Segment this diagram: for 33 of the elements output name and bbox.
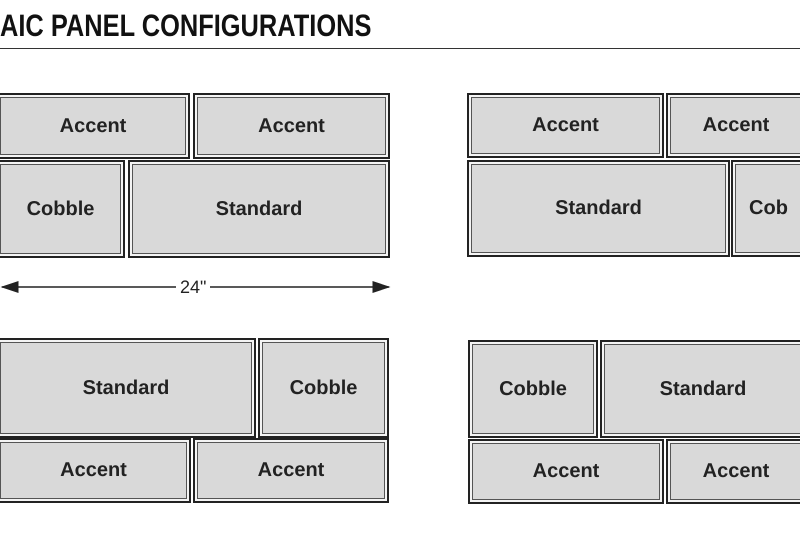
brick-label: Accent [702,460,770,483]
panel-brick [467,93,664,158]
title: AIC PANEL CONFIGURATIONS [0,8,372,44]
brick-label: Accent [60,114,126,138]
panel-brick [0,338,256,438]
panel-brick [0,160,125,258]
brick-label: Standard [82,376,170,400]
brick-label: Accent [702,114,770,137]
brick-label: Accent [258,459,324,482]
brick-label: Cobble [499,378,567,400]
panel-brick [193,93,390,159]
panel-brick [468,439,664,504]
panel-brick [731,160,800,257]
brick-label: Standard [216,198,302,220]
panel-brick [193,438,389,503]
panel-brick [0,438,191,503]
panel-brick [666,93,800,158]
panel-brick [0,93,190,159]
brick-label: Accent [60,459,127,482]
panel-brick [666,439,800,504]
brick-label: Cobble [26,198,94,220]
panel-brick [128,160,390,258]
brick-label: Standard [660,378,746,400]
panel-brick [600,340,800,438]
brick-label: Cob [749,197,788,220]
brick-label: Accent [258,114,325,138]
brick-label: Cobble [290,376,358,400]
brick-label: Accent [532,114,599,137]
panel-brick [468,340,598,438]
panel-brick [258,338,389,438]
brick-label: Accent [532,460,600,483]
brick-label: Standard [555,197,642,220]
panel-brick [467,160,730,257]
